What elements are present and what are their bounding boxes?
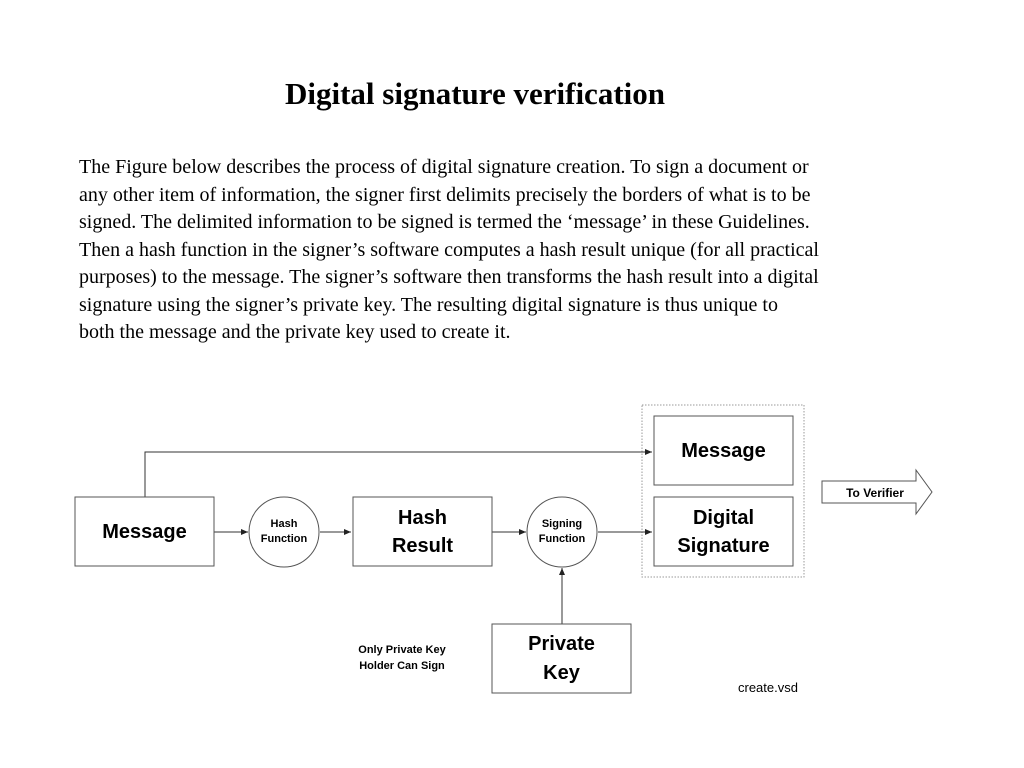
digital-signature-box: Digital Signature <box>653 496 794 567</box>
paragraph-line: The Figure below describes the process o… <box>79 156 809 178</box>
paragraph-line: signature using the signer’s private key… <box>79 293 778 316</box>
message-input-label: Message <box>102 521 187 543</box>
file-name-label: create.vsd <box>738 680 798 695</box>
hash-result-label-line1: Hash <box>398 507 447 529</box>
paragraph-line: any other item of information, the signe… <box>79 183 811 206</box>
digital-signature-label-line1: Digital <box>693 507 754 529</box>
right-arrow-icon <box>821 468 933 516</box>
signing-function-node: Signing Function <box>526 496 598 568</box>
hash-result-label-line2: Result <box>392 535 453 557</box>
signing-function-label-line2: Function <box>539 533 586 545</box>
paragraph-line: signed. The delimited information to be … <box>79 211 810 233</box>
digital-signature-label-line2: Signature <box>677 535 769 557</box>
message-output-box: Message <box>653 415 794 486</box>
private-key-note-line2: Holder Can Sign <box>359 660 445 672</box>
private-key-label-line1: Private <box>528 633 595 655</box>
hash-function-node: Hash Function <box>248 496 320 568</box>
private-key-label-line2: Key <box>543 662 581 684</box>
hash-result-box: Hash Result <box>352 496 493 567</box>
paragraph-line: both the message and the private key use… <box>79 321 511 343</box>
private-key-box: Private Key <box>491 623 632 694</box>
hash-function-label-line2: Function <box>261 533 308 545</box>
paragraph-line: Then a hash function in the signer’s sof… <box>79 238 819 261</box>
paragraph-line: purposes) to the message. The signer’s s… <box>79 266 819 288</box>
description-paragraph: The Figure below describes the process o… <box>79 154 949 347</box>
message-input-box: Message <box>74 496 215 567</box>
signing-function-label-line1: Signing <box>542 518 582 530</box>
page-title: Digital signature verification <box>285 76 665 111</box>
output-bundle-outline <box>641 404 805 578</box>
hash-function-label-line1: Hash <box>271 518 298 530</box>
message-to-output-connector <box>144 449 652 497</box>
to-verifier-label: To Verifier <box>846 486 904 500</box>
to-verifier-arrow: To Verifier <box>821 468 933 516</box>
message-output-label: Message <box>681 440 766 462</box>
private-key-note-line1: Only Private Key <box>358 644 446 656</box>
